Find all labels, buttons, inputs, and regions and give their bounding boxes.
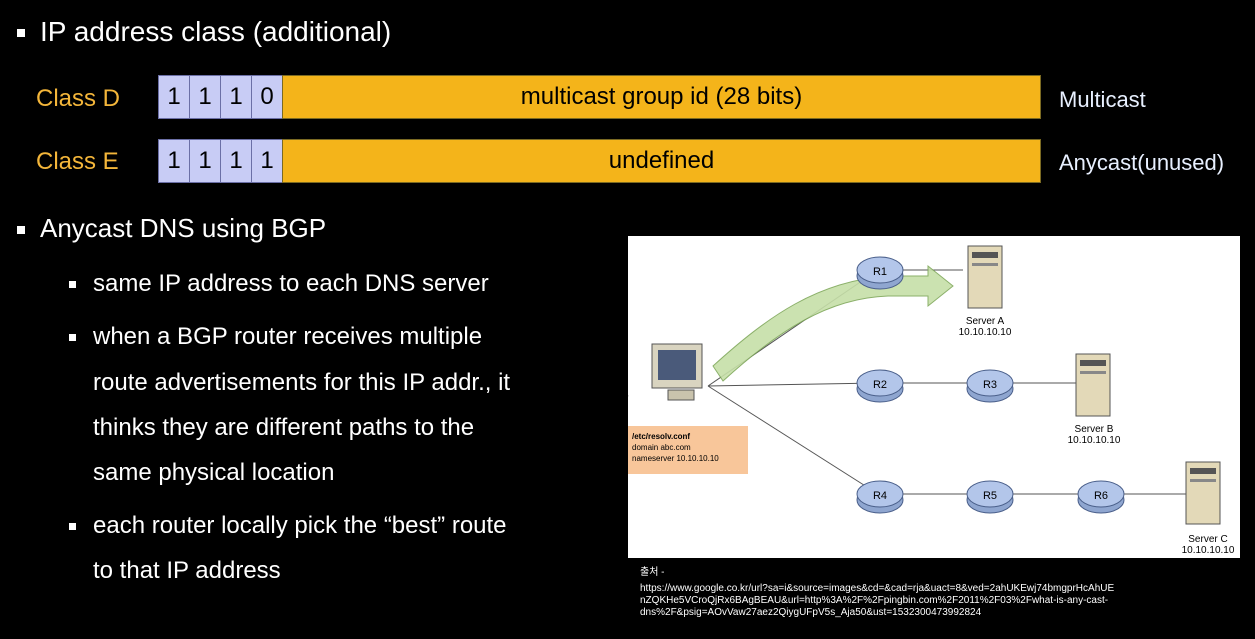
server-b-ip: 10.10.10.10 <box>1068 435 1121 446</box>
bit-cell: 0 <box>251 75 283 119</box>
router-label: R6 <box>1094 490 1108 502</box>
anycast-dns-diagram: R1 R2 R3 R4 R5 R6 <box>567 236 1240 558</box>
router-label: R5 <box>983 490 997 502</box>
server-a-ip: 10.10.10.10 <box>959 327 1012 338</box>
router-r5-icon: R5 <box>966 480 1014 514</box>
router-r1-icon: R1 <box>856 256 904 290</box>
network-diagram-svg: R1 R2 R3 R4 R5 R6 <box>567 245 1235 556</box>
bit-cell: 1 <box>189 75 221 119</box>
router-r6-icon: R6 <box>1077 480 1125 514</box>
class-e-field: undefined <box>282 139 1041 183</box>
resolv-title: /etc/resolv.conf <box>632 432 690 441</box>
source-label: 출처 - <box>640 567 665 578</box>
class-d-bit-row: 1 1 1 0 multicast group id (28 bits) <box>158 75 1041 119</box>
section-title-anycast: Anycast DNS using BGP <box>40 213 327 243</box>
class-e-bit-row: 1 1 1 1 undefined <box>158 139 1041 183</box>
server-c-ip: 10.10.10.10 <box>1182 545 1235 556</box>
bullet-icon <box>69 334 76 341</box>
class-e-label: Class E <box>36 148 119 175</box>
router-r2-icon: R2 <box>856 369 904 403</box>
point-bgp-line2: route advertisements for this IP addr., … <box>93 369 511 396</box>
bullet-icon <box>17 226 25 234</box>
server-a-icon <box>967 245 1003 309</box>
bit-cell: 1 <box>220 75 252 119</box>
bullet-icon <box>17 29 25 37</box>
bullet-icon <box>69 281 76 288</box>
client-computer-icon <box>567 343 703 411</box>
router-label: R4 <box>873 490 887 502</box>
class-d-label: Class D <box>36 85 121 112</box>
source-url-line2: nZQKHe5VCroQjRx6BAgBEAU&url=http%3A%2F%2… <box>640 595 1109 606</box>
router-r4-icon: R4 <box>856 480 904 514</box>
bit-cell: 1 <box>220 139 252 183</box>
point-bgp-line4: same physical location <box>93 459 335 486</box>
bit-cell: 1 <box>158 139 190 183</box>
class-d-usage: Multicast <box>1059 87 1146 112</box>
server-c-icon <box>1185 461 1221 525</box>
class-e-usage: Anycast(unused) <box>1059 150 1225 175</box>
bit-cell: 1 <box>251 139 283 183</box>
point-bgp-line3: thinks they are different paths to the <box>93 414 475 441</box>
point-best-route-line1: each router locally pick the “best” rout… <box>93 512 507 539</box>
router-label: R3 <box>983 379 997 391</box>
resolv-domain: domain abc.com <box>632 443 691 452</box>
router-label: R2 <box>873 379 887 391</box>
router-r3-icon: R3 <box>966 369 1014 403</box>
server-b-name: Server B <box>1075 424 1114 435</box>
source-url-line1: https://www.google.co.kr/url?sa=i&source… <box>640 583 1115 594</box>
router-label: R1 <box>873 266 887 278</box>
resolv-conf-box <box>628 426 748 474</box>
bit-cell: 1 <box>158 75 190 119</box>
source-url-line3: dns%2F&psig=AOvVaw27aez2QiygUFpV5s_Aja50… <box>640 607 982 618</box>
bit-cell: 1 <box>189 139 221 183</box>
route-arrow-icon <box>712 264 954 382</box>
point-best-route-line2: to that IP address <box>93 557 281 584</box>
point-same-ip: same IP address to each DNS server <box>93 270 489 297</box>
server-a-name: Server A <box>966 316 1005 327</box>
bullet-icon <box>69 523 76 530</box>
server-c-name: Server C <box>1188 534 1227 545</box>
section-title-ip-class: IP address class (additional) <box>40 16 392 47</box>
resolv-nameserver: nameserver 10.10.10.10 <box>632 454 719 463</box>
point-bgp-line1: when a BGP router receives multiple <box>93 323 483 350</box>
server-b-icon <box>1075 353 1111 417</box>
class-d-field: multicast group id (28 bits) <box>282 75 1041 119</box>
